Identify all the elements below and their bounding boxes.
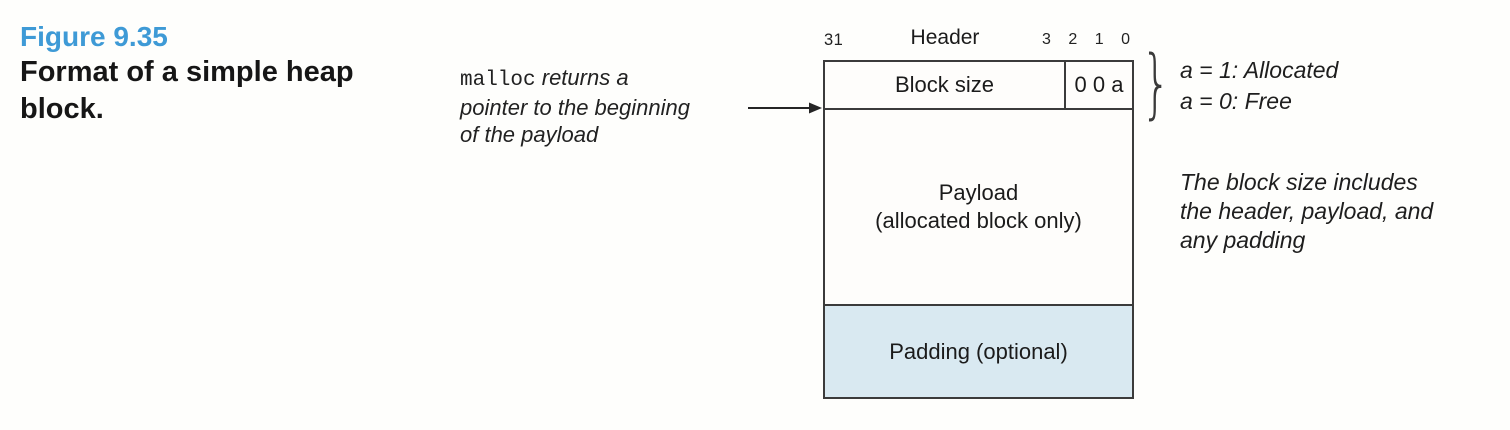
header-row: Block size 0 0 a (825, 62, 1132, 110)
legend-allocated: a = 1: Allocated (1180, 57, 1339, 83)
header-label: Header (910, 26, 980, 49)
payload-section: Payload (allocated block only) (825, 110, 1132, 306)
malloc-annotation: malloc returns a pointer to the beginnin… (460, 64, 690, 148)
size-note-line-2: the header, payload, and (1180, 198, 1434, 224)
figure-label: Figure 9.35 (20, 21, 168, 52)
malloc-code: malloc (460, 69, 536, 92)
curly-brace-icon: } (1141, 38, 1171, 127)
size-note-line-1: The block size includes (1180, 169, 1418, 195)
annotation-line-2: pointer to the beginning (460, 95, 690, 120)
bit-position-labels: 3 2 1 0 (1042, 31, 1130, 49)
bit-31-label: 31 (824, 31, 844, 49)
padding-label: Padding (optional) (889, 338, 1068, 364)
annotation-line-1: malloc returns a (460, 64, 690, 94)
bit-position-label-3: 3 (1042, 31, 1051, 48)
heap-block-diagram: Block size 0 0 a Payload (allocated bloc… (823, 60, 1134, 399)
block-size-cell: Block size (825, 62, 1066, 108)
flag-bits-cell: 0 0 a (1074, 72, 1124, 97)
malloc-pointer-arrow-icon (748, 102, 822, 114)
payload-label-line-1: Payload (938, 180, 1019, 205)
bit-position-label-1: 1 (1094, 31, 1104, 48)
block-size-note: The block size includes the header, payl… (1180, 168, 1433, 255)
legend-free: a = 0: Free (1180, 88, 1292, 114)
flag-legend: a = 1: Allocated a = 0: Free (1180, 55, 1338, 117)
payload-label-line-2: (allocated block only) (875, 208, 1082, 233)
size-note-line-3: any padding (1180, 227, 1306, 253)
bit-position-label-2: 2 (1068, 31, 1078, 48)
figure-title: Format of a simple heap block. (20, 56, 354, 125)
annotation-line-3: of the payload (460, 122, 599, 147)
annotation-line-1-rest: returns a (535, 65, 629, 90)
bit-position-label-0: 0 (1121, 31, 1130, 48)
figure-caption: Figure 9.35 Format of a simple heap bloc… (20, 20, 400, 128)
padding-section: Padding (optional) (825, 306, 1132, 397)
